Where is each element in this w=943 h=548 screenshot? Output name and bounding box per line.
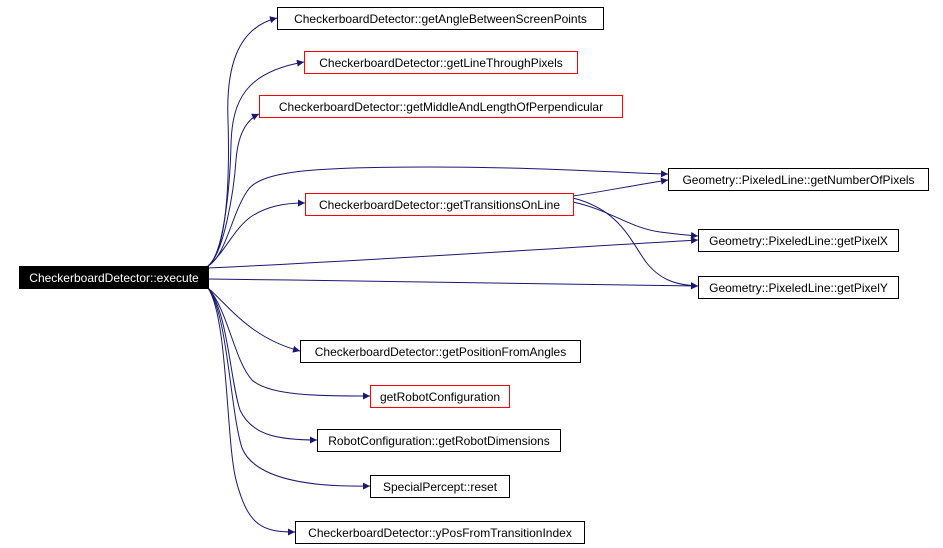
edge-execute-to-getLineThroughPixels [207,59,305,267]
node-getPixelX[interactable]: Geometry::PixeledLine::getPixelX [698,229,899,252]
node-getMiddleAndLengthOfPerpendicular[interactable]: CheckerboardDetector::getMiddleAndLength… [259,95,623,118]
node-label: CheckerboardDetector::getMiddleAndLength… [279,100,603,114]
node-getPositionFromAngles[interactable]: CheckerboardDetector::getPositionFromAng… [300,340,581,363]
node-box [304,51,578,74]
edge-getTransitionsOnLine-to-getPixelY [572,197,699,290]
edges-layer [207,16,699,536]
node-yPosFromTransitionIndex[interactable]: CheckerboardDetector::yPosFromTransition… [295,521,585,544]
node-getAngleBetweenScreenPoints[interactable]: CheckerboardDetector::getAngleBetweenScr… [277,7,604,30]
node-label: getRobotConfiguration [380,390,500,404]
node-getRobotConfiguration[interactable]: getRobotConfiguration [370,385,510,408]
node-label: SpecialPercept::reset [383,480,498,494]
node-label: Geometry::PixeledLine::getNumberOfPixels [682,173,914,187]
node-box [277,7,604,30]
edge-execute-to-getPositionFromAngles [207,287,301,353]
node-label: RobotConfiguration::getRobotDimensions [328,434,549,448]
node-getNumberOfPixels[interactable]: Geometry::PixeledLine::getNumberOfPixels [668,168,929,191]
node-box [259,95,623,118]
node-label: CheckerboardDetector::getAngleBetweenScr… [294,12,587,26]
node-label: Geometry::PixeledLine::getPixelY [709,281,888,295]
node-label: CheckerboardDetector::getLineThroughPixe… [319,56,562,70]
edge-execute-to-getRobotDimensions [207,287,318,444]
edge-execute-to-getPixelX [207,236,699,269]
node-label: CheckerboardDetector::getPositionFromAng… [315,345,566,359]
node-box [300,340,581,363]
edge-execute-to-getMiddleAndLengthOfPerpendicular [207,113,260,267]
node-box [370,475,510,498]
edge-execute-to-getAngleBetweenScreenPoints [207,16,278,267]
edge-execute-to-getTransitionsOnLine [207,199,306,267]
node-box [668,168,929,191]
node-reset[interactable]: SpecialPercept::reset [370,475,510,498]
node-getTransitionsOnLine[interactable]: CheckerboardDetector::getTransitionsOnLi… [305,193,574,216]
edge-execute-to-reset [207,287,371,490]
node-label: CheckerboardDetector::execute [29,271,199,285]
node-box [698,276,899,299]
node-getPixelY[interactable]: Geometry::PixeledLine::getPixelY [698,276,899,299]
node-box [295,521,585,544]
node-label: CheckerboardDetector::getTransitionsOnLi… [319,198,560,212]
node-execute[interactable]: CheckerboardDetector::execute [19,266,209,289]
node-box [305,193,574,216]
nodes-layer: CheckerboardDetector::executeCheckerboar… [19,7,929,544]
node-box [370,385,510,408]
node-getRobotDimensions[interactable]: RobotConfiguration::getRobotDimensions [317,429,561,452]
edge-execute-to-getNumberOfPixels [207,166,669,267]
edge-getTransitionsOnLine-to-getNumberOfPixels [572,177,669,197]
edge-execute-to-getRobotConfiguration [207,287,371,400]
node-box [19,266,209,289]
node-label: Geometry::PixeledLine::getPixelX [709,234,888,248]
node-box [317,429,561,452]
edge-execute-to-getPixelY [207,278,699,290]
node-getLineThroughPixels[interactable]: CheckerboardDetector::getLineThroughPixe… [304,51,578,74]
edge-getTransitionsOnLine-to-getPixelX [572,201,699,239]
node-box [698,229,899,252]
edge-execute-to-yPosFromTransitionIndex [207,287,296,536]
node-label: CheckerboardDetector::yPosFromTransition… [308,526,572,540]
